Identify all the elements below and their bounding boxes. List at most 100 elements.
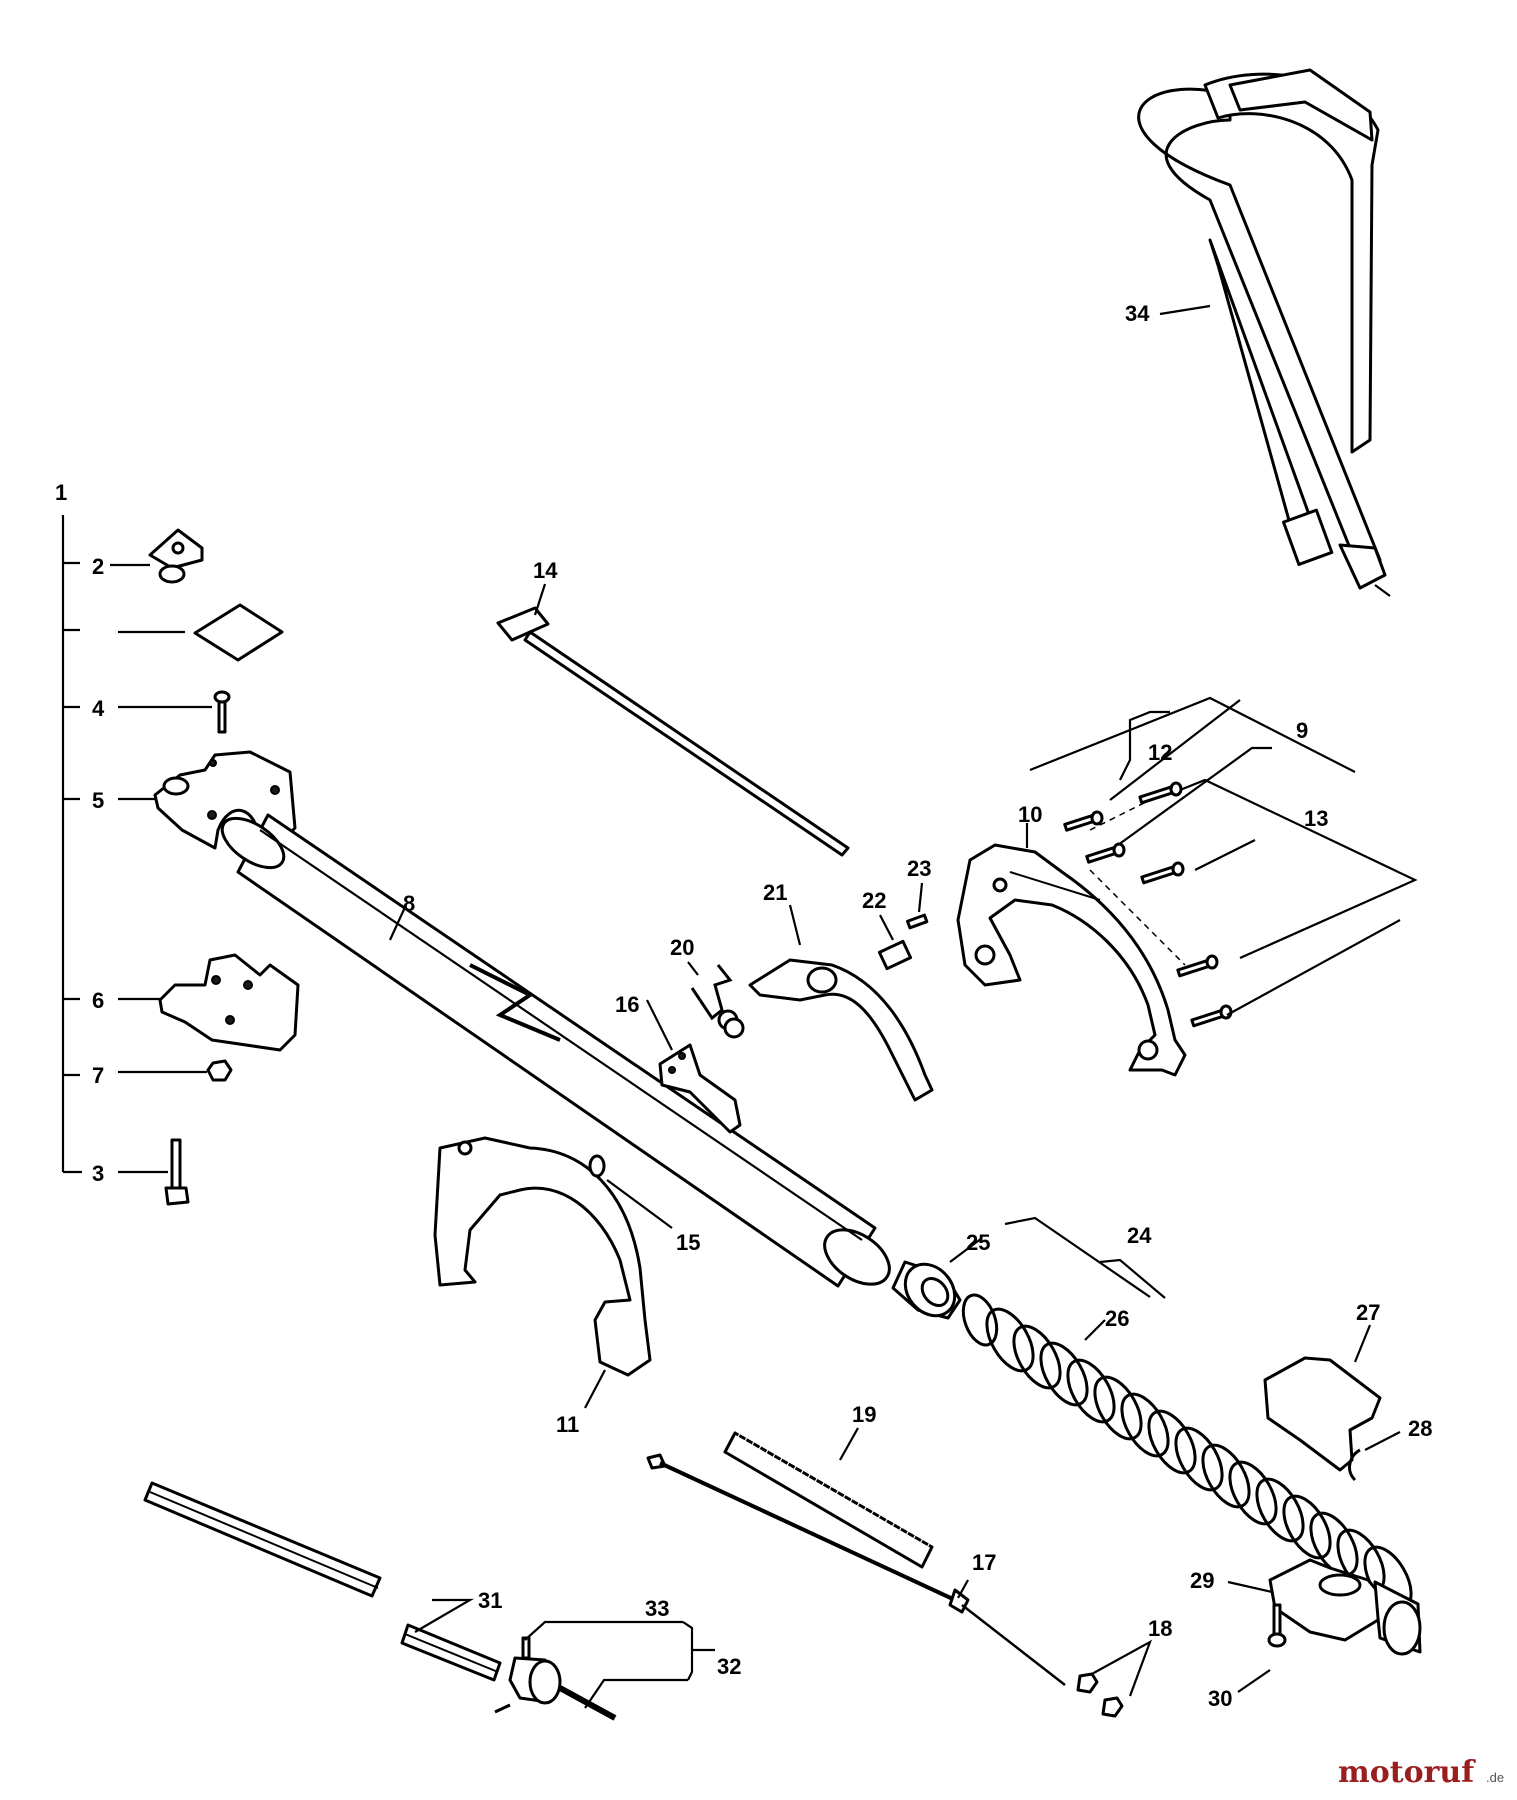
callout-23: 23: [907, 856, 931, 881]
callout-7: 7: [92, 1063, 104, 1088]
part-4-screw: [118, 690, 231, 734]
part-27-cover: [1263, 1324, 1382, 1472]
screw-13b: [1140, 861, 1185, 885]
spring-coil-line: [752, 1441, 764, 1460]
part-16-lever-plate: [646, 999, 742, 1134]
screw-13d: [1190, 1004, 1233, 1028]
part-30-screw: [1237, 1603, 1287, 1693]
part-32-shaft-coupler: [494, 1620, 715, 1721]
callout-6: 6: [92, 988, 104, 1013]
callout-24: 24: [1127, 1223, 1152, 1248]
spring-coil-line: [843, 1495, 855, 1513]
callout-20: 20: [670, 935, 694, 960]
watermark-brand: motoruf: [1338, 1755, 1476, 1790]
callout-8: 8: [403, 891, 415, 916]
callout-5: 5: [92, 788, 104, 813]
callout-12: 12: [1148, 740, 1172, 765]
part-2-cap: [110, 528, 204, 584]
callout-16: 16: [615, 992, 639, 1017]
callout-1: 1: [55, 480, 67, 505]
part-25-bushing: [891, 1260, 962, 1320]
spring-coil-line: [920, 1540, 932, 1559]
callout-19: 19: [852, 1402, 876, 1427]
part-11-handle-half: [433, 1136, 652, 1409]
part-21-throttle-trigger: [748, 904, 934, 1102]
callout-18: 18: [1148, 1616, 1172, 1641]
spring-coil-line: [892, 1523, 904, 1542]
part-34-shoulder-strap: [1137, 68, 1391, 597]
bracket-24: [949, 1216, 1166, 1341]
part-7-nut: [118, 1059, 233, 1082]
callout-25: 25: [966, 1230, 990, 1255]
coil-ring: [1093, 1375, 1143, 1441]
callout-32: 32: [717, 1654, 741, 1679]
spring-coil-line: [801, 1470, 813, 1489]
coil-ring: [1174, 1426, 1224, 1492]
callout-3: 3: [92, 1161, 104, 1186]
callout-26: 26: [1105, 1306, 1129, 1331]
part-22-dowel: [877, 914, 913, 971]
callout-4: 4: [92, 696, 105, 721]
watermark-domain: .de: [1486, 1770, 1504, 1785]
spring-coil-line: [808, 1474, 820, 1493]
spring-coil-line: [850, 1499, 862, 1518]
spring-coil-line: [745, 1437, 757, 1456]
callout-9: 9: [1296, 718, 1308, 743]
spring-coil-line: [906, 1532, 918, 1550]
part-19-compression-spring: [723, 1427, 934, 1569]
callout-27: 27: [1356, 1300, 1380, 1325]
part-1-group-bracket: [61, 515, 82, 1174]
spring-coil-line: [731, 1429, 743, 1448]
coil-ring: [1255, 1477, 1305, 1543]
coil-ring: [1120, 1392, 1170, 1458]
callout-21: 21: [763, 880, 787, 905]
spring-coil-line: [759, 1446, 771, 1464]
callout-17: 17: [972, 1550, 996, 1575]
part-28-clip-ring: [1348, 1431, 1401, 1482]
callout-30: 30: [1208, 1686, 1232, 1711]
spring-coil-line: [829, 1487, 841, 1505]
spring-coil-line: [878, 1515, 890, 1534]
spring-coil-line: [836, 1491, 848, 1509]
coil-ring: [1228, 1460, 1278, 1526]
callout-2: 2: [92, 554, 104, 579]
coil-ring: [1039, 1341, 1089, 1407]
spring-coil-line: [766, 1450, 778, 1468]
callout-13: 13: [1304, 806, 1328, 831]
screw-13a: [1138, 781, 1183, 805]
spring-coil-line: [794, 1466, 806, 1485]
part-6-clamp-lower: [118, 953, 300, 1052]
coil-ring: [1147, 1409, 1197, 1475]
spring-coil-line: [871, 1511, 883, 1530]
screw-12b: [1085, 842, 1126, 864]
part-18-nuts: [1076, 1639, 1153, 1718]
spring-coil-line: [864, 1507, 876, 1526]
spring-coil-line: [857, 1503, 869, 1522]
watermark-logo: motoruf .de: [1338, 1755, 1504, 1790]
coil-ring: [985, 1307, 1035, 1373]
bracket-9-12-13: [1029, 696, 1418, 1016]
callout-29: 29: [1190, 1568, 1214, 1593]
spring-coil-line: [738, 1433, 750, 1452]
part-29-adapter: [1227, 1558, 1422, 1656]
callout-28: 28: [1408, 1416, 1432, 1441]
part-31-drive-shaft: [143, 1481, 502, 1682]
coil-ring: [1201, 1443, 1251, 1509]
spring-coil-line: [899, 1528, 911, 1546]
callout-14: 14: [533, 558, 558, 583]
screw-12a: [1063, 810, 1104, 832]
part-23-small-pin: [906, 882, 929, 930]
coil-ring: [1282, 1494, 1332, 1560]
callout-33: 33: [645, 1596, 669, 1621]
part-3-bolt: [118, 1138, 190, 1206]
callout-10: 10: [1018, 802, 1042, 827]
spring-coil-line: [913, 1536, 925, 1554]
spring-coil-line: [773, 1454, 785, 1472]
part-8-shaft-tube: [220, 813, 891, 1288]
part-14-cable-tie: [496, 583, 850, 857]
screw-13c: [1176, 954, 1219, 978]
label-sticker: [118, 603, 284, 662]
callout-34: 34: [1125, 301, 1150, 326]
part-15-pin: [588, 1154, 673, 1229]
